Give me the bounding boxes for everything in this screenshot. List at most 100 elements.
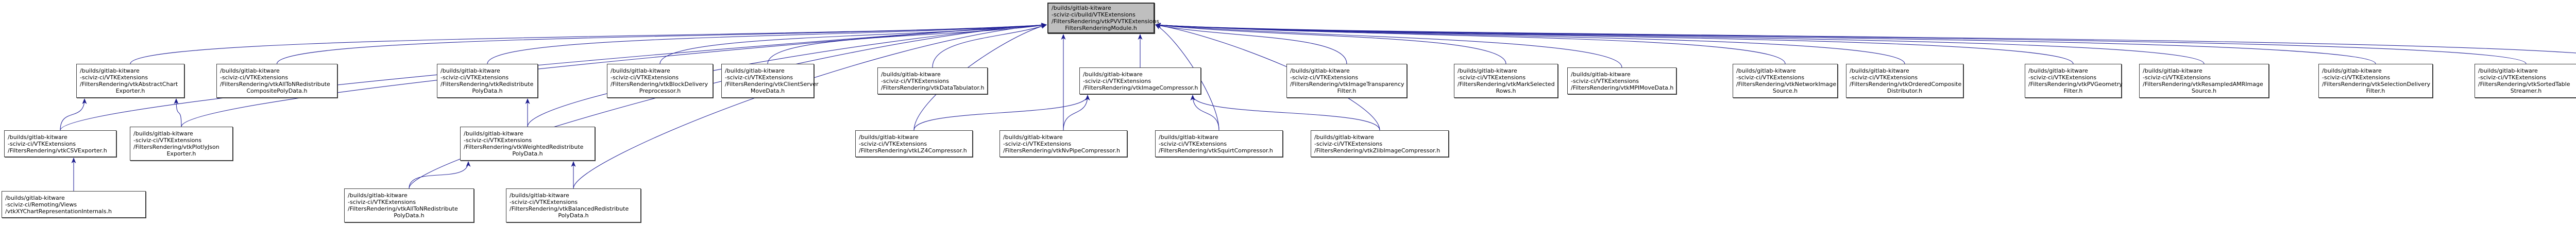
node-label-line: /FiltersRendering/vtkCSVExporter.h (8, 147, 107, 154)
node-squirtCompressor[interactable]: /builds/gitlab-kitware-sciviz-ci/VTKExte… (1155, 130, 1283, 157)
node-imageCompressor[interactable]: /builds/gitlab-kitware-sciviz-ci/VTKExte… (1079, 67, 1201, 94)
edge-nvPipeCompressor-to-imageCompressor (1063, 95, 1090, 131)
node-label-line: Distributor.h (1887, 88, 1923, 94)
node-redistributePolyData[interactable]: /builds/gitlab-kitware-sciviz-ci/VTKExte… (437, 64, 538, 98)
node-csvExporter[interactable]: /builds/gitlab-kitware-sciviz-ci/VTKExte… (4, 130, 116, 157)
node-label-line: Source.h (2191, 88, 2217, 94)
edge-allToNRedistributeCompositePolyData-to-root (276, 23, 1047, 64)
edge-plotlyJsonExporter-to-abstractChartExporter (174, 98, 182, 127)
node-label-line: CompositePolyData.h (246, 88, 308, 94)
edge-allToNRedistributePolyData-to-weightedRedistributePolyData (409, 161, 471, 189)
node-label-line: -sciviz-ci/VTKExtensions (2143, 74, 2211, 81)
node-blockDeliveryPreprocessor[interactable]: /builds/gitlab-kitware-sciviz-ci/VTKExte… (607, 64, 713, 98)
node-label-line: -sciviz-ci/VTKExtensions (1083, 77, 1151, 84)
node-label-line: /FiltersRendering/vtkAllToNRedistribute (220, 81, 330, 88)
node-selectionDeliveryFilter[interactable]: /builds/gitlab-kitware-sciviz-ci/VTKExte… (2318, 64, 2433, 98)
node-label-line: -sciviz-ci/VTKExtensions (1003, 140, 1072, 147)
edge-dataTabulator-to-root (932, 24, 1047, 68)
node-weightedRedistributePolyData[interactable]: /builds/gitlab-kitware-sciviz-ci/VTKExte… (460, 127, 595, 161)
edge-selectionDeliveryFilter-to-root (1155, 23, 2376, 64)
node-label-line: Exporter.h (166, 150, 196, 157)
node-pvGeometryFilter[interactable]: /builds/gitlab-kitware-sciviz-ci/VTKExte… (2025, 64, 2123, 98)
node-allToNRedistributePolyData[interactable]: /builds/gitlab-kitware-sciviz-ci/VTKExte… (344, 188, 474, 222)
node-networkImageSource[interactable]: /builds/gitlab-kitware-sciviz-ci/VTKExte… (1733, 64, 1838, 98)
edge-zlibImageCompressor-to-imageCompressor (1190, 95, 1380, 131)
node-label-line: Streamer.h (2510, 88, 2542, 94)
node-label-line: -sciviz-ci/VTKExtensions (133, 137, 202, 144)
node-label-line: FiltersRenderingModule.h (1065, 25, 1137, 31)
node-label-line: /FiltersRendering/vtkSquirtCompressor.h (1159, 147, 1273, 154)
edge-volumeRepresentationPreprocessor-to-root (1155, 23, 2576, 54)
node-clientServerMoveData[interactable]: /builds/gitlab-kitware-sciviz-ci/VTKExte… (721, 64, 819, 98)
node-label-line: /FiltersRendering/vtkBlockDelivery (611, 81, 708, 88)
node-label-line: /builds/gitlab-kitware (133, 130, 193, 137)
edge-resampledAMRImageSource-to-root (1155, 23, 2205, 64)
node-label-line: -sciviz-ci/VTKExtensions (1314, 140, 1383, 147)
edge-squirtCompressor-to-imageCompressor (1190, 95, 1219, 131)
node-resampledAMRImageSource[interactable]: /builds/gitlab-kitware-sciviz-ci/VTKExte… (2139, 64, 2269, 98)
node-label-line: -sciviz-ci/VTKExtensions (859, 140, 927, 147)
node-label-line: /FiltersRendering/vtkImageTransparency (1290, 81, 1404, 88)
node-label-line: /builds/gitlab-kitware (440, 67, 500, 74)
node-label-line: -sciviz-ci/VTKExtensions (348, 199, 416, 205)
node-label-line: /FiltersRendering/vtkOrderedComposite (1850, 81, 1962, 88)
node-label-line: /FiltersRendering/vtkPlotlyJson (133, 144, 219, 150)
edge-blockDeliveryPreprocessor-to-root (659, 23, 1047, 64)
node-label-line: -sciviz-ci/Remoting/Views (5, 201, 77, 208)
node-mpiMoveData[interactable]: /builds/gitlab-kitware-sciviz-ci/VTKExte… (1567, 67, 1676, 94)
node-sortedTableStreamer[interactable]: /builds/gitlab-kitware-sciviz-ci/VTKExte… (2475, 64, 2576, 98)
node-label-line: PolyData.h (558, 212, 589, 219)
node-label-line: /FiltersRendering/vtkSortedTable (2478, 81, 2570, 88)
node-markSelectedRows[interactable]: /builds/gitlab-kitware-sciviz-ci/VTKExte… (1454, 64, 1558, 98)
node-label-line: /FiltersRendering/vtkClientServer (725, 81, 819, 88)
edge-balancedRedistributePolyData-to-root (573, 23, 1047, 189)
edge-pvGeometryFilter-to-root (1155, 23, 2074, 64)
edge-orderedCompositeDistributor-to-root (1155, 23, 1905, 64)
edge-clientServerMoveData-to-root (767, 23, 1047, 64)
node-allToNRedistributeCompositePolyData[interactable]: /builds/gitlab-kitware-sciviz-ci/VTKExte… (216, 64, 337, 98)
node-label-line: /FiltersRendering/vtkNetworkImage (1736, 81, 1837, 88)
node-label-line: /builds/gitlab-kitware (1736, 67, 1796, 74)
node-label-line: /builds/gitlab-kitware (611, 67, 670, 74)
node-label-line: /FiltersRendering/vtkMPIMoveData.h (1571, 84, 1674, 91)
node-root: /builds/gitlab-kitware-sciviz-ci/build/V… (1047, 3, 1159, 33)
node-label-line: /builds/gitlab-kitware (1083, 71, 1143, 78)
node-label-line: Source.h (1772, 88, 1798, 94)
node-balancedRedistributePolyData[interactable]: /builds/gitlab-kitware-sciviz-ci/VTKExte… (506, 188, 641, 222)
edge-networkImageSource-to-root (1155, 23, 1786, 64)
node-label-line: /builds/gitlab-kitware (1003, 133, 1063, 141)
edge-markSelectedRows-to-root (1155, 23, 1506, 64)
node-label-line: /builds/gitlab-kitware (1571, 71, 1631, 78)
node-label-line: -sciviz-ci/VTKExtensions (725, 74, 793, 81)
node-label-line: -sciviz-ci/VTKExtensions (1458, 74, 1526, 81)
node-label-line: -sciviz-ci/VTKExtensions (8, 140, 76, 147)
node-label-line: Rows.h (1496, 88, 1516, 94)
node-label-line: /FiltersRendering/vtkAbstractChart (80, 81, 178, 88)
node-plotlyJsonExporter[interactable]: /builds/gitlab-kitware-sciviz-ci/VTKExte… (130, 127, 233, 161)
node-label-line: /builds/gitlab-kitware (2322, 67, 2382, 74)
node-label-line: Filter.h (2366, 88, 2385, 94)
edge-csvExporter-to-abstractChartExporter (60, 98, 87, 131)
edge-allToNRedistributePolyData-to-root (409, 23, 1047, 189)
node-dataTabulator[interactable]: /builds/gitlab-kitware-sciviz-ci/VTKExte… (877, 67, 988, 94)
node-nvPipeCompressor[interactable]: /builds/gitlab-kitware-sciviz-ci/VTKExte… (999, 130, 1127, 157)
edge-mpiMoveData-to-root (1155, 23, 1622, 68)
node-xyChartRepresentationInternals[interactable]: /builds/gitlab-kitware-sciviz-ci/Remotin… (2, 191, 146, 218)
node-label-line: /builds/gitlab-kitware (1159, 133, 1218, 141)
node-label-line: /builds/gitlab-kitware (8, 133, 67, 141)
node-label-line: -sciviz-ci/VTKExtensions (2322, 74, 2391, 81)
node-label-line: /FiltersRendering/vtkMarkSelected (1458, 81, 1555, 88)
node-lz4Compressor[interactable]: /builds/gitlab-kitware-sciviz-ci/VTKExte… (855, 130, 973, 157)
node-label-line: -sciviz-ci/VTKExtensions (440, 74, 509, 81)
node-label-line: PolyData.h (472, 88, 503, 94)
node-label-line: -sciviz-ci/VTKExtensions (1571, 77, 1639, 84)
edge-sortedTableStreamer-to-root (1155, 23, 2527, 64)
node-label-line: Filter.h (1337, 88, 1357, 94)
node-zlibImageCompressor[interactable]: /builds/gitlab-kitware-sciviz-ci/VTKExte… (1311, 130, 1449, 157)
node-label-line: /builds/gitlab-kitware (881, 71, 941, 78)
node-imageTransparencyFilter[interactable]: /builds/gitlab-kitware-sciviz-ci/VTKExte… (1286, 64, 1407, 98)
node-label-line: -sciviz-ci/VTKExtensions (1850, 74, 1918, 81)
node-orderedCompositeDistributor[interactable]: /builds/gitlab-kitware-sciviz-ci/VTKExte… (1846, 64, 1963, 98)
node-label-line: /builds/gitlab-kitware (2478, 67, 2538, 74)
node-abstractChartExporter[interactable]: /builds/gitlab-kitware-sciviz-ci/VTKExte… (76, 64, 184, 98)
